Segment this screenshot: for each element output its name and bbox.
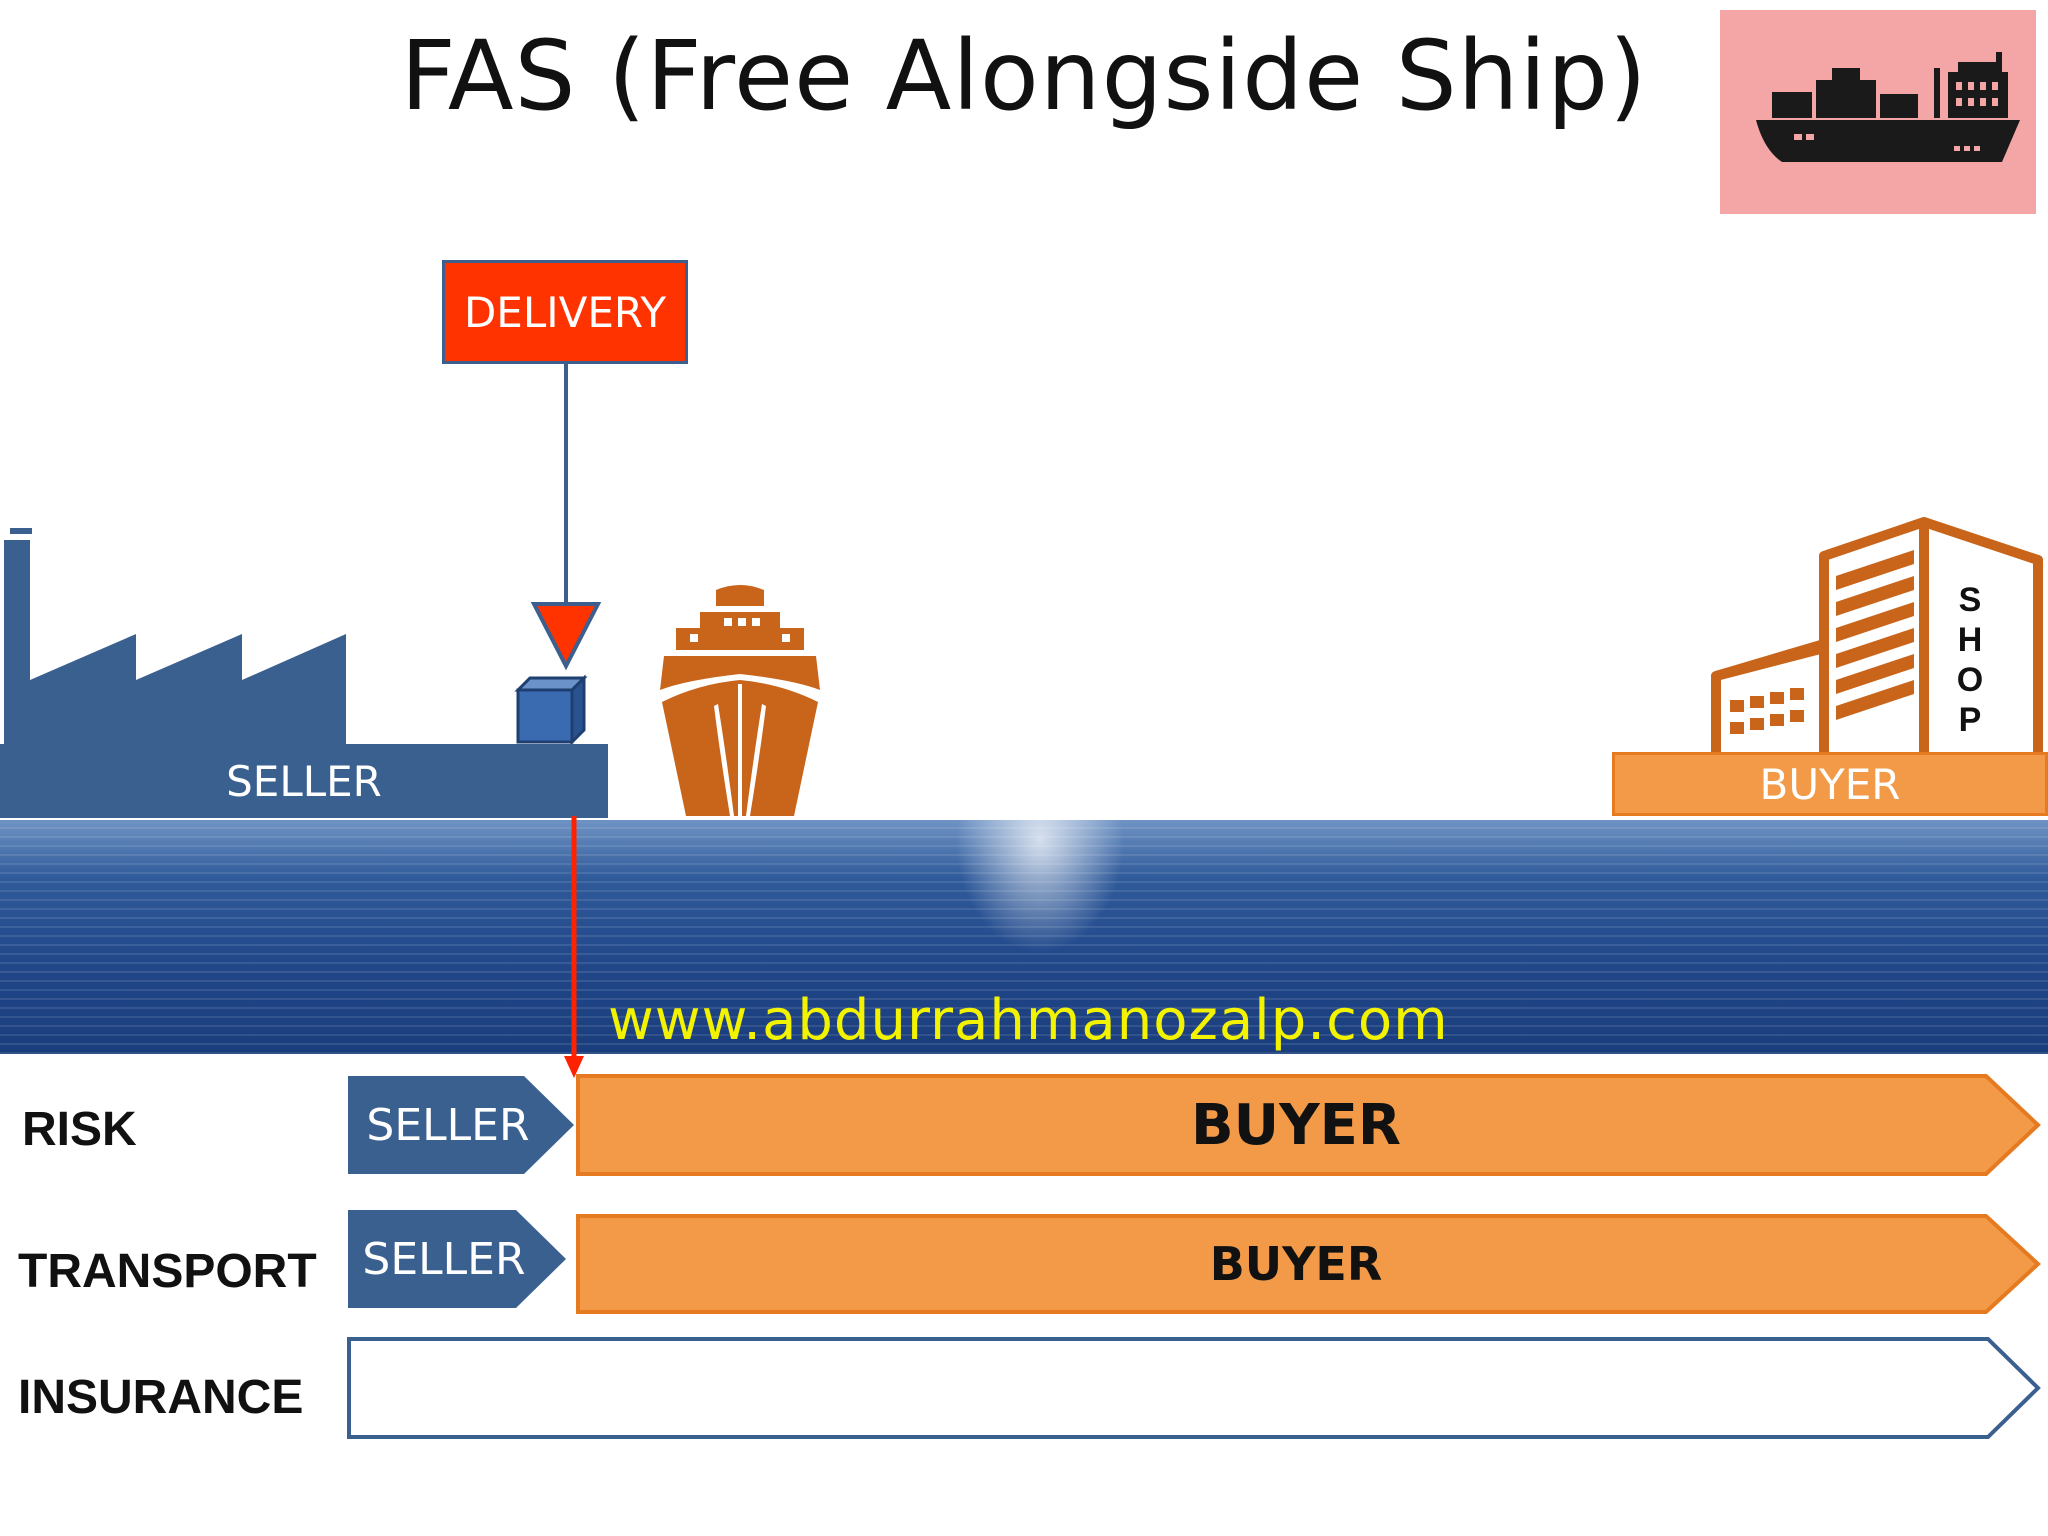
risk-buyer-label: BUYER [1190,1092,1402,1158]
sea-background [0,820,2048,1054]
cargo-ship-icon [1756,52,2020,162]
shop-letter: S [1958,581,1982,619]
delivery-box: DELIVERY [442,260,688,364]
transport-seller-label: SELLER [362,1233,526,1285]
shop-building-icon [1711,517,2043,752]
delivery-arrow [530,364,602,671]
package-icon [514,674,588,744]
buyer-platform: BUYER [1612,752,2048,816]
risk-transfer-arrow [564,816,584,1078]
seller-platform: SELLER [0,744,608,818]
row-label-risk: RISK [22,1103,137,1156]
transport-buyer-label: BUYER [1209,1237,1383,1291]
row-label-insurance: INSURANCE [18,1371,304,1424]
shop-letter: P [1958,701,1982,739]
shop-letter: H [1957,621,1983,659]
insurance-arrow [347,1337,2041,1439]
transport-buyer-arrow [576,1214,2041,1314]
shop-sign: S H O P [1948,580,1992,740]
page-title: FAS (Free Alongside Ship) [400,20,1648,132]
risk-seller-label: SELLER [366,1099,530,1151]
risk-buyer-arrow [576,1074,2041,1176]
factory-icon [4,528,346,744]
ship-icon [660,585,820,816]
transport-seller-arrow [348,1210,566,1308]
risk-seller-arrow [348,1076,574,1174]
shop-letter: O [1956,661,1984,699]
row-label-transport: TRANSPORT [18,1245,317,1298]
ship-badge [1720,10,2036,214]
watermark: www.abdurrahmanozalp.com [608,988,1449,1053]
